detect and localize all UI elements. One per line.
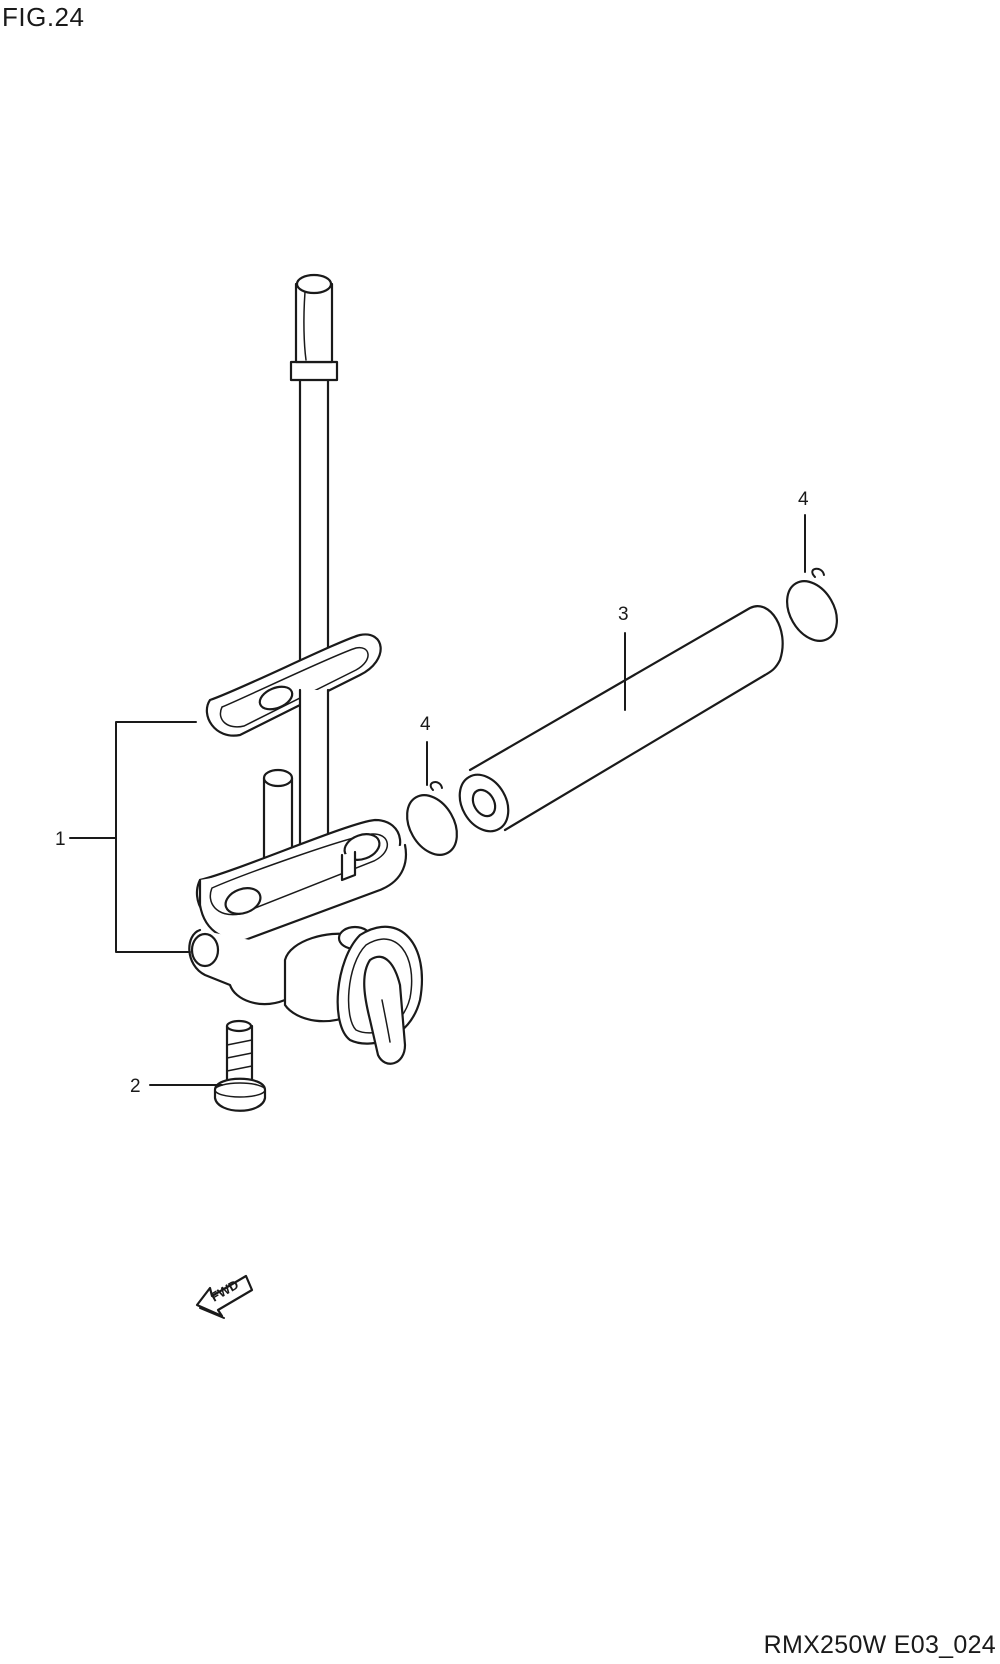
- hose-clip-lower[interactable]: [397, 781, 467, 864]
- callout-3: 3: [618, 604, 629, 625]
- diagram-code: RMX250W E03_024: [763, 1631, 996, 1659]
- leader-lines: [69, 514, 806, 1086]
- callout-1: 1: [55, 829, 66, 850]
- fuel-cock-assembly[interactable]: [188, 273, 423, 1065]
- callout-4-upper: 4: [798, 489, 809, 510]
- callout-2: 2: [130, 1076, 141, 1097]
- hose-clip-upper[interactable]: [777, 567, 847, 650]
- figure-title: FIG.24: [2, 2, 85, 32]
- fuel-hose[interactable]: [450, 605, 784, 840]
- screw[interactable]: [213, 1019, 267, 1112]
- callout-4-lower: 4: [420, 714, 431, 735]
- fwd-arrow-icon: FWD: [195, 1274, 254, 1319]
